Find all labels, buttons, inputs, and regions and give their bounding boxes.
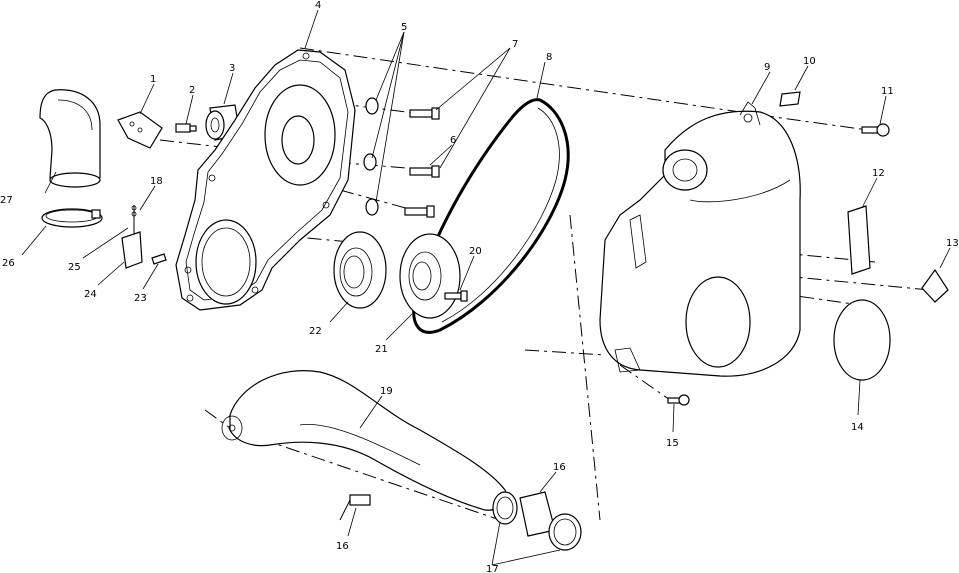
bearing-plate xyxy=(399,233,461,319)
callout-22: 22 xyxy=(309,326,322,337)
inner-cover-plate xyxy=(175,49,356,311)
leader-lines xyxy=(21,9,951,566)
stud-bracket-assembly xyxy=(121,205,167,269)
callout-24: 24 xyxy=(84,289,97,300)
callout-8: 8 xyxy=(546,52,552,63)
lower-screw xyxy=(667,394,690,406)
callout-7: 7 xyxy=(512,39,518,50)
duct-clamps xyxy=(492,491,582,551)
cover-screw xyxy=(861,123,890,137)
callout-27: 27 xyxy=(0,195,13,206)
callout-21: 21 xyxy=(375,344,388,355)
callout-5: 5 xyxy=(401,22,407,33)
small-decal xyxy=(779,91,801,107)
callout-19: 19 xyxy=(380,386,393,397)
outer-cover xyxy=(599,101,801,377)
duct-bolt xyxy=(339,494,371,521)
washers xyxy=(363,97,379,216)
callout-17: 17 xyxy=(486,564,499,573)
callout-16-bolt: 16 xyxy=(336,541,349,552)
callout-6: 6 xyxy=(450,135,456,146)
mount-bracket xyxy=(117,111,163,149)
large-washer xyxy=(833,299,891,381)
callout-20: 20 xyxy=(469,246,482,257)
cover-bolts xyxy=(404,107,440,218)
callout-2: 2 xyxy=(189,85,195,96)
callout-4: 4 xyxy=(315,0,321,11)
callout-18: 18 xyxy=(150,176,163,187)
spacer xyxy=(205,104,241,141)
callout-12: 12 xyxy=(872,168,885,179)
callout-9: 9 xyxy=(764,62,770,73)
callout-13: 13 xyxy=(946,238,959,249)
oil-seal xyxy=(333,231,387,309)
callout-15: 15 xyxy=(666,438,679,449)
callout-23: 23 xyxy=(134,293,147,304)
callout-11: 11 xyxy=(881,86,894,97)
callout-3: 3 xyxy=(229,63,235,74)
hose-clamp xyxy=(41,208,103,228)
callout-10: 10 xyxy=(803,56,816,67)
drive-belt xyxy=(412,98,570,334)
lower-duct xyxy=(221,370,507,511)
bolt xyxy=(175,123,197,133)
warning-decal xyxy=(847,205,871,275)
screw xyxy=(444,290,468,302)
callout-1: 1 xyxy=(150,74,156,85)
callout-16-sleeve: 16 xyxy=(553,462,566,473)
elbow-duct xyxy=(39,89,101,188)
callout-26: 26 xyxy=(2,258,15,269)
diamond-decal xyxy=(921,268,949,303)
callout-14: 14 xyxy=(851,422,864,433)
callout-25: 25 xyxy=(68,262,81,273)
